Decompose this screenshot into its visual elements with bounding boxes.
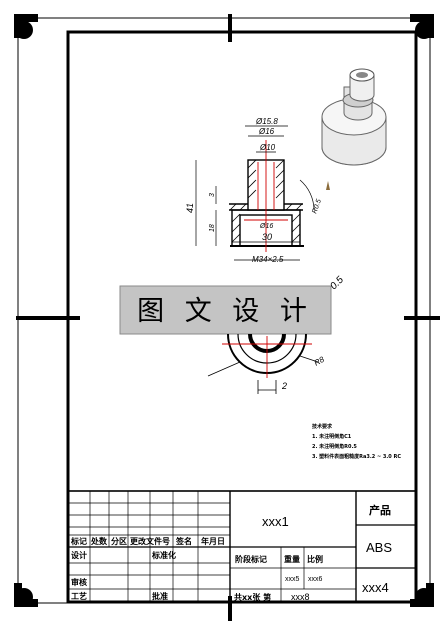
label-mark: 标记 [70, 536, 87, 546]
label-process: 工艺 [71, 591, 87, 601]
dim-mid-diameter: Ø16 [258, 127, 275, 136]
section-hatching [229, 159, 303, 243]
center-lines [244, 140, 288, 252]
part-3d-view [321, 68, 387, 190]
bottom-view [207, 333, 319, 394]
label-sign: 签名 [175, 536, 192, 546]
dim-radius: R0.5 [311, 198, 323, 214]
dim-base-height: 18 [209, 224, 216, 232]
dimension-lines [195, 125, 315, 261]
label-design: 设计 [71, 550, 87, 560]
dim-step-height: 3 [209, 193, 216, 197]
notes-line-2: 2. 未注明倒角R0.5 [312, 443, 357, 450]
dim-total-height: 41 [185, 203, 195, 213]
dim-bottom-radius: R8 [313, 355, 327, 368]
watermark-banner: 图 文 设 计 [119, 285, 332, 335]
view-arrow-icon [326, 181, 330, 190]
dim-base-width: 30 [262, 232, 272, 242]
drawing-number: xxx4 [362, 580, 389, 595]
label-approve: 批准 [152, 591, 168, 601]
dim-thread: M34×2.5 [252, 255, 284, 264]
label-scale: 比例 [307, 554, 323, 564]
label-review: 审核 [71, 577, 87, 587]
product-label: 产品 [369, 503, 391, 517]
notes-line-3: 3. 塑料件表面粗糙度Ra3.2 ~ 3.0 RC [312, 453, 401, 460]
label-change-doc: 更改文件号 [130, 536, 170, 546]
label-weight: 重量 [284, 554, 300, 564]
notes-heading: 技术要求 [312, 423, 333, 430]
label-stage-mark: 阶段标记 [235, 554, 267, 564]
title-block-grid [67, 490, 417, 603]
bottom-view-centerlines [222, 336, 312, 378]
label-zone: 分区 [111, 536, 127, 546]
scale-value: xxx6 [308, 576, 323, 583]
material: ABS [366, 540, 392, 555]
weight-value: xxx5 [285, 576, 300, 583]
sheet-number: xxx8 [291, 592, 310, 602]
dim-hole-diameter: Ø16 [259, 223, 273, 230]
label-date: 年月日 [201, 536, 225, 546]
dim-small-width: 2 [281, 381, 287, 391]
notes-line-1: 1. 未注明倒角C1 [312, 433, 352, 440]
dim-inner-diameter: Ø10 [259, 143, 276, 152]
dim-top-diameter: Ø15.8 [255, 117, 278, 126]
technical-notes: 技术要求 1. 未注明倒角C1 2. 未注明倒角R0.5 3. 塑料件表面粗糙度… [312, 423, 401, 460]
part-name: xxx1 [262, 514, 289, 529]
sheets-text: 共xx张 第 [234, 592, 271, 602]
title-block-labels: 标记 处数 分区 更改文件号 签名 年月日 设计 标准化 审核 工艺 批准 阶段… [70, 536, 323, 601]
label-standardize: 标准化 [151, 550, 176, 560]
watermark-text: 图 文 设 计 [137, 296, 313, 327]
label-count: 处数 [90, 536, 108, 546]
